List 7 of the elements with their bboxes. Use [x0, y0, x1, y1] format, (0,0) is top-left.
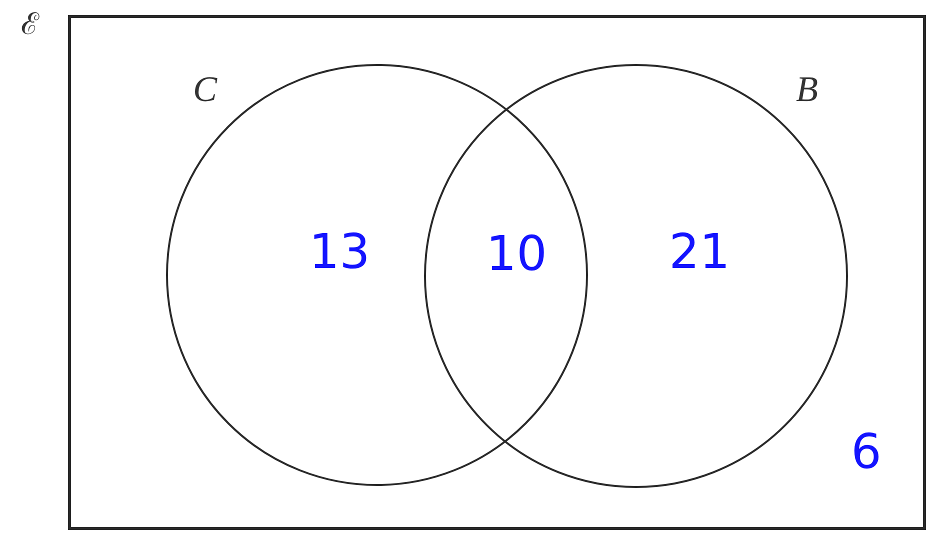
- region-count: 6: [851, 428, 882, 476]
- set-label: B: [796, 71, 818, 107]
- set-label: ℰ: [21, 10, 39, 40]
- region-count: 10: [486, 230, 548, 278]
- set-label: C: [193, 71, 218, 107]
- region-count: 21: [669, 228, 730, 276]
- region-count: 13: [309, 228, 370, 276]
